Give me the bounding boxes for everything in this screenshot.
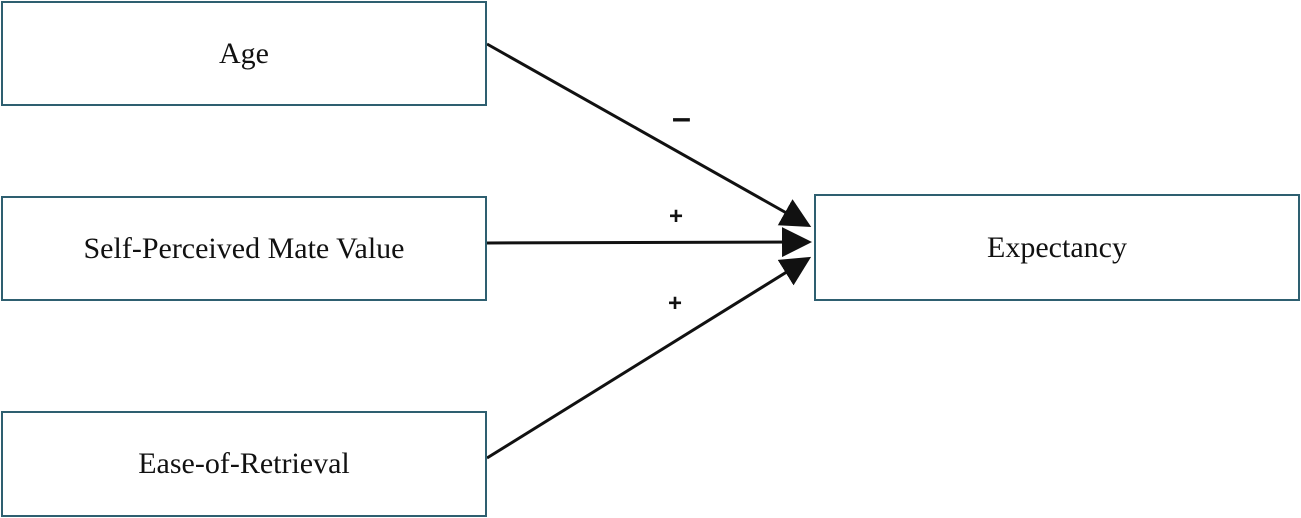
arrow-ease-to-expectancy (486, 256, 812, 460)
node-expectancy: Expectancy (814, 194, 1300, 301)
node-age-label: Age (219, 36, 269, 70)
edge-sign-age: – (672, 99, 691, 137)
node-self-perceived-mate-value: Self-Perceived Mate Value (1, 196, 487, 301)
edge-sign-ease: + (668, 290, 683, 317)
node-ease-of-retrieval: Ease-of-Retrieval (1, 411, 487, 517)
node-mate-value-label: Self-Perceived Mate Value (83, 231, 405, 265)
node-ease-label: Ease-of-Retrieval (138, 447, 350, 480)
node-expectancy-label: Expectancy (987, 230, 1127, 264)
arrow-age-to-expectancy (486, 42, 812, 227)
arrow-mate-value-to-expectancy (486, 227, 812, 258)
edge-sign-mate-value: + (669, 203, 684, 230)
node-age: Age (1, 1, 487, 106)
